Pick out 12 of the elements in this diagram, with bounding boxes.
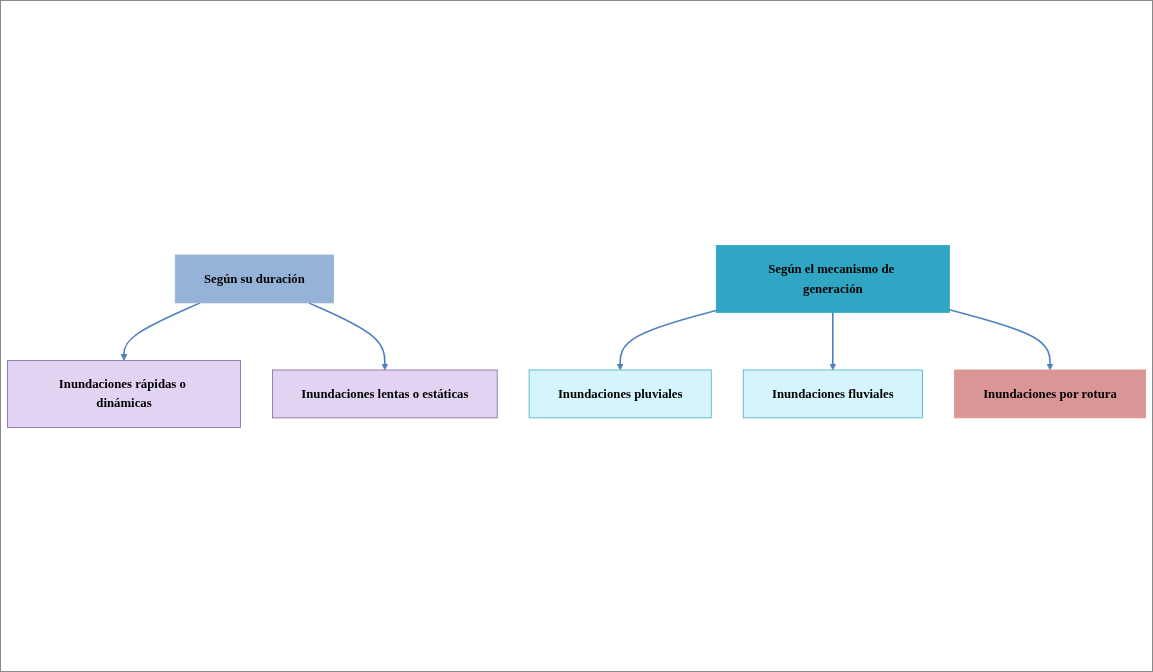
node-box: Inundaciones pluviales <box>528 369 712 418</box>
node-box: Inundaciones lentas o estáticas <box>272 369 498 418</box>
node-box: Inundaciones por rotura <box>954 369 1146 418</box>
node-box: Según su duración <box>174 254 334 303</box>
node-box: Según el mecanismo de generación <box>715 244 950 313</box>
arrow <box>120 301 201 361</box>
node-box: Inundaciones rápidas o dinámicas <box>7 359 241 428</box>
arrow <box>948 308 1054 370</box>
arrow <box>616 309 718 370</box>
node-box: Inundaciones fluviales <box>742 369 923 418</box>
arrow <box>829 311 837 370</box>
arrow <box>307 301 389 370</box>
